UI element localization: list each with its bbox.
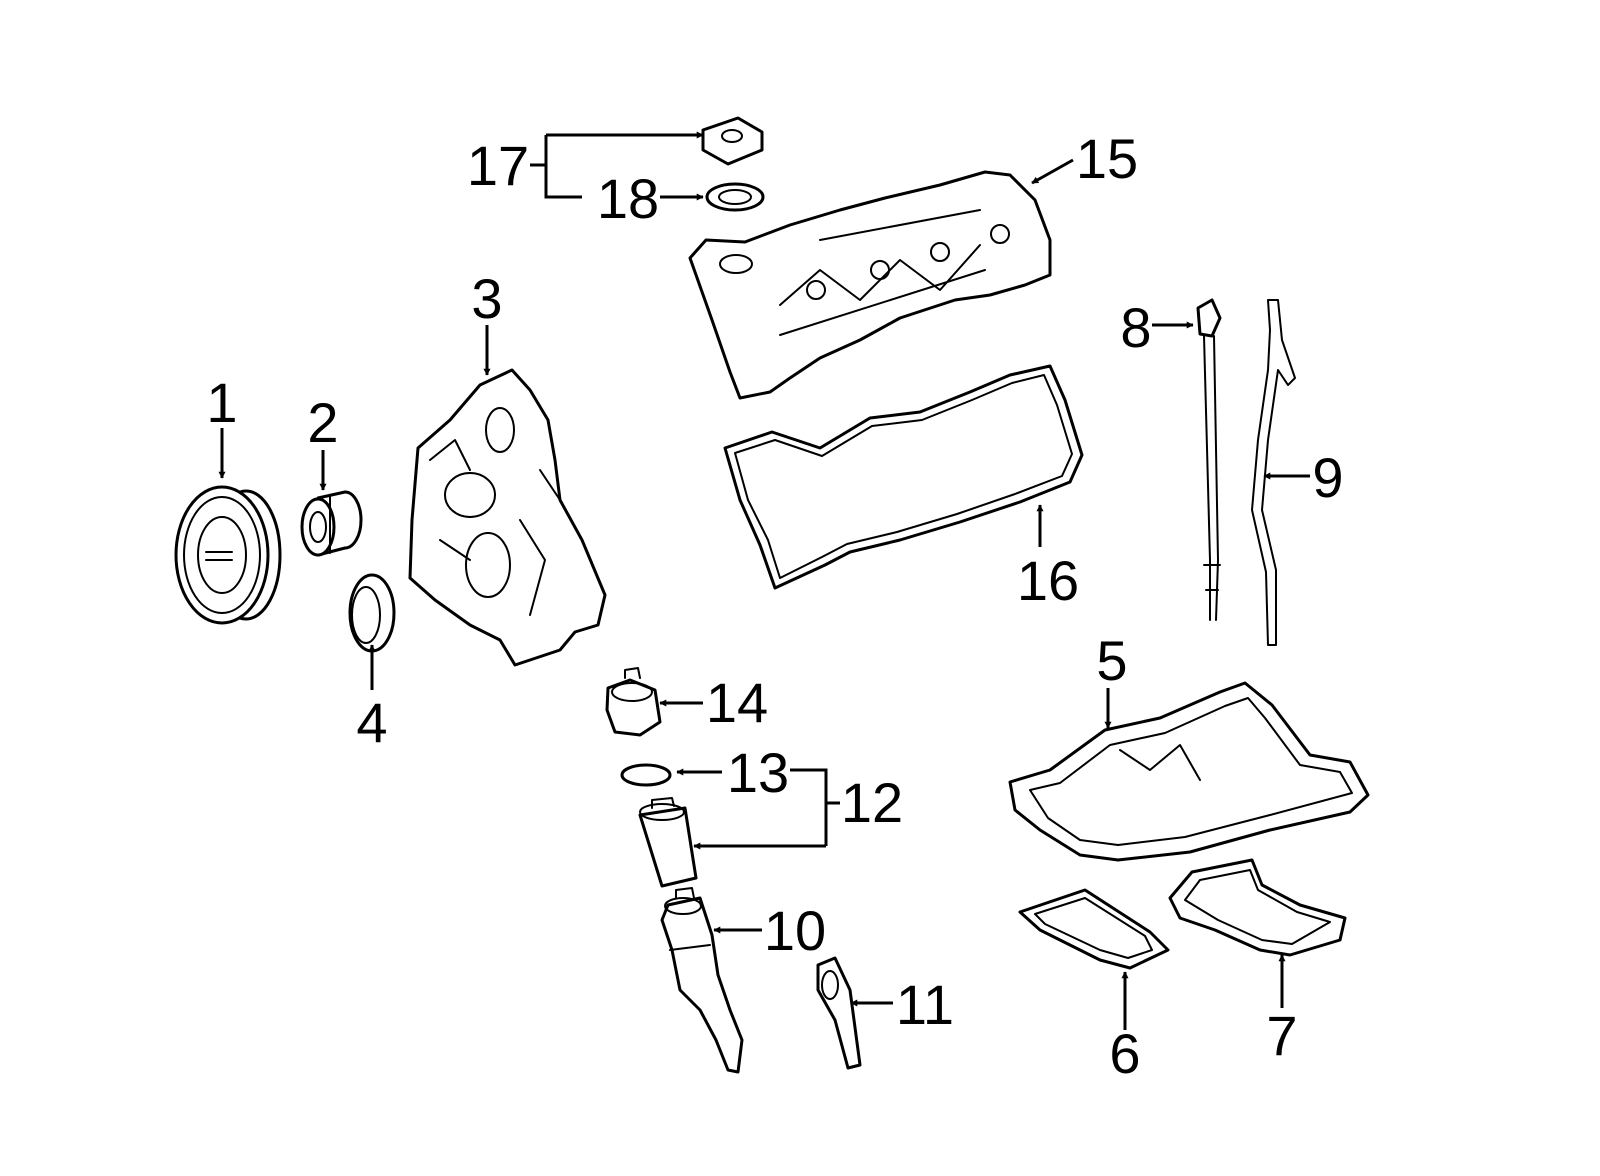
part-8-dipstick [1196, 298, 1222, 621]
part-3-timing-cover [408, 368, 607, 667]
callout-2: 2 [307, 391, 338, 454]
part-1-pulley [174, 485, 282, 625]
callout-10: 10 [764, 899, 826, 962]
callout-13: 13 [727, 741, 789, 804]
part-9-dipstick-tube [1251, 299, 1296, 646]
part-10-filter-housing [660, 887, 744, 1074]
callout-17: 17 [467, 134, 529, 197]
part-18-cap-seal [705, 182, 765, 212]
callout-labels: 1 2 3 4 5 6 7 8 9 10 11 12 13 14 15 16 1… [206, 127, 1343, 1085]
callout-6: 6 [1109, 1022, 1140, 1085]
callout-15: 15 [1076, 127, 1138, 190]
part-4-seal [348, 573, 396, 653]
part-17-filler-cap [701, 116, 764, 166]
part-2-sleeve [300, 490, 363, 557]
part-15-valve-cover [688, 170, 1052, 400]
callout-5: 5 [1096, 629, 1127, 692]
part-11-housing-gasket [816, 956, 862, 1070]
callout-8: 8 [1120, 296, 1151, 359]
callout-16: 16 [1017, 549, 1079, 612]
callout-3: 3 [471, 267, 502, 330]
callout-12: 12 [841, 771, 903, 834]
callout-14: 14 [706, 671, 768, 734]
callout-4: 4 [356, 691, 387, 754]
callout-1: 1 [206, 371, 237, 434]
callout-7: 7 [1266, 1004, 1297, 1067]
leader-lines [218, 131, 1310, 1030]
part-5-oil-pan [1008, 681, 1370, 862]
callout-11: 11 [896, 973, 954, 1036]
part-14-filter-cap [605, 667, 662, 737]
callout-9: 9 [1312, 446, 1343, 509]
part-13-o-ring [620, 763, 672, 787]
part-7-lower-pan [1168, 858, 1347, 957]
part-16-gasket [723, 364, 1084, 590]
part-6-pan-gasket [1018, 888, 1170, 970]
part-12-filter-element [638, 797, 698, 888]
callout-18: 18 [597, 167, 659, 230]
